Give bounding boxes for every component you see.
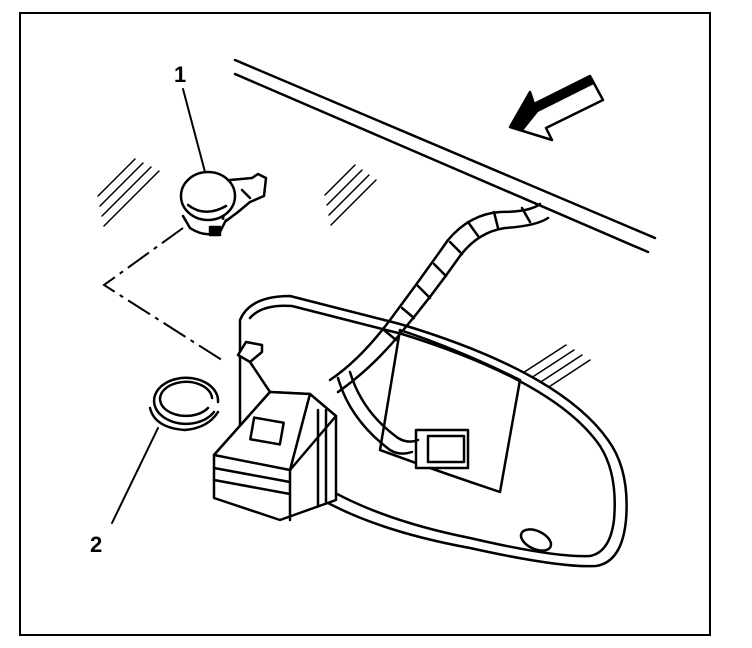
sensor-retaining-ring-part <box>148 376 220 432</box>
alignment-phantom-line <box>102 227 226 363</box>
callout-label-1: 1 <box>174 62 186 87</box>
callout-label-2: 2 <box>90 532 102 557</box>
forward-arrow-icon <box>508 74 605 142</box>
diagram-frame <box>19 12 711 636</box>
rain-sensor-part <box>179 170 268 237</box>
windshield-edge <box>233 58 657 254</box>
wiring-harness <box>328 202 550 455</box>
electrical-connector-part <box>212 390 338 522</box>
leader-lines <box>111 88 206 524</box>
